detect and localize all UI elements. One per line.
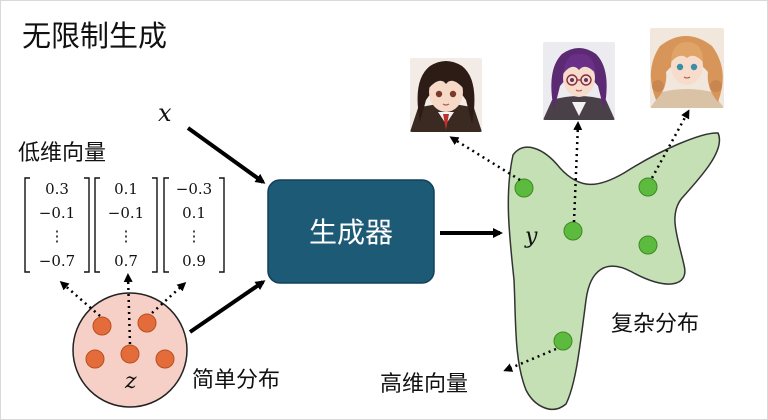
page-title: 无限制生成: [22, 19, 167, 53]
vector-2-entry-1: 0.1: [114, 180, 138, 198]
x-to-generator-arrow: [186, 126, 266, 184]
generator-box: 生成器: [267, 179, 435, 284]
output-arrows: [449, 109, 690, 372]
vector-3-entry-2: 0.1: [182, 204, 206, 222]
vector-2-entry-2: −0.1: [108, 204, 144, 222]
complex-sample-point: [514, 178, 534, 198]
complex-sample-point: [638, 177, 658, 197]
y-label: y: [524, 224, 538, 249]
generator-label: 生成器: [309, 216, 393, 249]
vector-2-entry-3: ⋮: [119, 227, 134, 245]
simple-sample-point: [137, 313, 157, 333]
vector-1-entry-3: ⋮: [50, 227, 65, 245]
dotted-arrow: [572, 121, 583, 223]
dotted-arrow: [650, 109, 690, 179]
vector-matrix-3: −0.3 0.1 ⋮ 0.9: [163, 177, 225, 273]
vector-3-entry-4: 0.9: [182, 252, 206, 270]
simple-sample-point: [85, 349, 105, 369]
simple-distribution: z: [72, 292, 188, 408]
anime-girl-purple-hair-glasses-portrait: [543, 42, 615, 120]
simple-sample-point: [120, 344, 140, 364]
complex-sample-point: [553, 331, 573, 351]
vector-3-entry-3: ⋮: [187, 227, 202, 245]
simple-distribution-label: 简单分布: [192, 368, 280, 393]
dotted-arrow: [151, 281, 187, 314]
vector-1-entry-4: −0.7: [39, 252, 75, 270]
vector-1-entry-1: 0.3: [45, 180, 69, 198]
vector-1-entry-2: −0.1: [39, 204, 75, 222]
vector-matrix-1: 0.3 −0.1 ⋮ −0.7: [24, 177, 90, 273]
complex-distribution-label: 复杂分布: [611, 312, 699, 337]
simple-sample-point: [92, 316, 112, 336]
sample-to-vector-arrows: [59, 273, 187, 345]
generator-rect: [267, 179, 435, 284]
complex-distribution: y: [507, 132, 721, 410]
z-to-generator-arrow: [188, 280, 266, 334]
vector-2-entry-4: 0.7: [114, 252, 138, 270]
vector-matrix-2: 0.1 −0.1 ⋮ 0.7: [94, 177, 158, 273]
vector-3-entry-1: −0.3: [176, 180, 212, 198]
input-x-label: x: [158, 99, 172, 127]
high-dim-label: 高维向量: [380, 372, 468, 397]
dotted-arrow: [449, 136, 521, 182]
low-dim-label: 低维向量: [18, 141, 106, 166]
complex-sample-point: [638, 235, 658, 255]
z-label: z: [124, 369, 137, 394]
simple-sample-point: [155, 349, 175, 369]
anime-girl-brown-hair-portrait: [410, 58, 482, 132]
dotted-arrow: [59, 281, 101, 317]
complex-distribution-shape: [507, 132, 721, 410]
anime-girl-blonde-curly-hair-portrait: [650, 28, 724, 108]
complex-sample-point: [563, 221, 583, 241]
input-arrows: [186, 126, 503, 334]
